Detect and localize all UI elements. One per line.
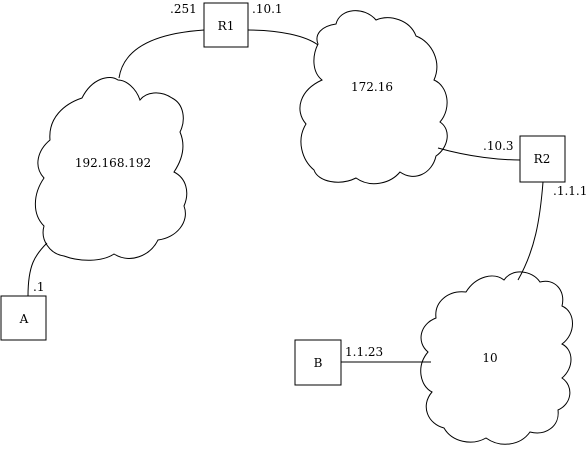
iface-label-r1-right: .10.1 xyxy=(252,2,283,16)
cloud-172-16 xyxy=(299,10,448,185)
iface-label-r2-bottom: .1.1.1 xyxy=(553,184,586,198)
router-r1-box xyxy=(203,2,249,48)
link-net172-r2 xyxy=(437,147,521,161)
host-a-label: A xyxy=(19,312,29,326)
iface-label-r2-left: .10.3 xyxy=(483,139,514,153)
iface-label-a-top: .1 xyxy=(33,280,44,294)
host-a[interactable]: A xyxy=(0,295,47,341)
network-label-172-16: 172.16 xyxy=(351,80,393,94)
cloud-10 xyxy=(420,271,573,445)
host-b-box xyxy=(294,339,342,386)
cloud-192-168-192 xyxy=(34,76,188,261)
router-r2-box xyxy=(519,135,566,183)
link-r1-net172 xyxy=(247,29,319,46)
iface-label-r1-left: .251 xyxy=(170,2,197,16)
router-r2-label: R2 xyxy=(534,152,551,166)
link-net192-a xyxy=(27,242,48,297)
link-r2-net10 xyxy=(517,181,544,281)
network-label-10: 10 xyxy=(482,351,497,365)
router-r1[interactable]: R1 xyxy=(203,2,249,48)
router-r1-label: R1 xyxy=(218,19,235,33)
host-b-label: B xyxy=(314,356,323,370)
host-a-box xyxy=(0,295,47,341)
router-r2[interactable]: R2 xyxy=(519,135,566,183)
iface-label-b-right: 1.1.23 xyxy=(345,345,383,359)
link-r1-net192 xyxy=(118,29,205,79)
host-b[interactable]: B xyxy=(294,339,342,386)
network-label-192-168-192: 192.168.192 xyxy=(75,156,151,170)
